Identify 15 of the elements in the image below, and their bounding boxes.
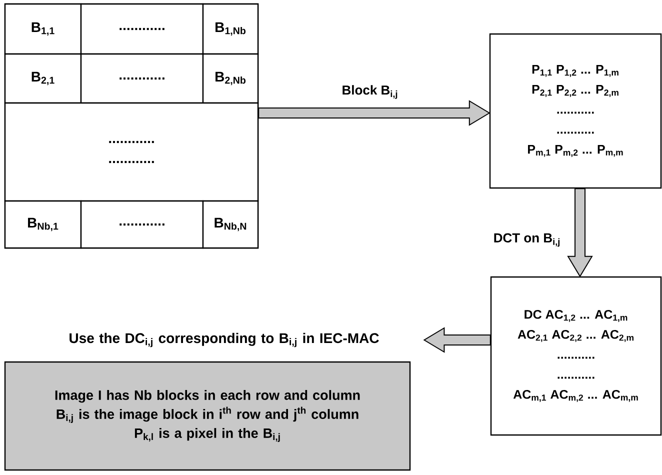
table-cell: B$_{Nb,1}$: [4, 200, 82, 249]
table-cell: B$_{Nb,N}$: [202, 200, 259, 249]
block-arrow: [567, 188, 593, 278]
block-arrow: [423, 327, 491, 353]
table-cell: B$_{2,1}$: [4, 53, 82, 104]
table-cell: B$_{1,Nb}$: [202, 3, 259, 55]
coefficient-matrix-box: DC AC$_{1,2}$ ... AC$_{1,m}$ AC$_{2,1}$ AC$_{2,2}$ ... AC$_{2,m}$ ........... ........... AC$_{m,1}$ AC$_{m,2}$ ... AC$_{m,m}$: [490, 276, 662, 436]
edge-label: DCT on B$_{i,j}$: [494, 233, 560, 247]
pixel-matrix-box: P$_{1,1}$ P$_{1,2}$ ... P$_{1,m}$ P$_{2,1}$ P$_{2,2}$ ... P$_{2,m}$ ........... ........... P$_{m,1}$ P$_{m,2}$ ... P$_{m,m}$: [489, 33, 662, 189]
output-text: Use the DC$_{i,j}$ corresponding to B$_{i,j}$ in IEC-MAC: [70, 332, 379, 348]
edge-label: Block B$_{i,j}$: [342, 85, 398, 99]
table-cell: B$_{1,1}$: [4, 3, 82, 55]
block-arrow: [258, 100, 490, 126]
note-box: Image I has Nb blocks in each row and column B$_{i,j}$ is the image block in i$^{th}$ row and j$^{th}$ column P$_{k,l}$ is a pixel in the B$_{i,j}$: [4, 361, 411, 471]
table-cell: B$_{2,Nb}$: [202, 53, 259, 104]
